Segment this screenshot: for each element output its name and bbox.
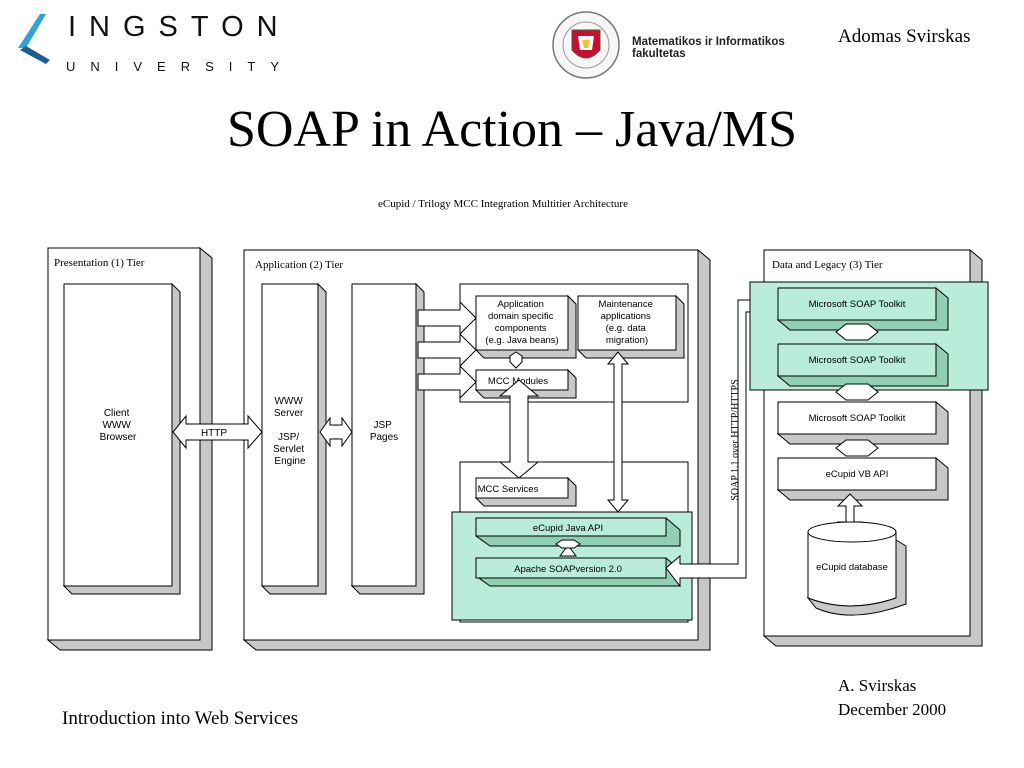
- svg-text:Client WWW Browser: Client WWW Browser: [100, 408, 137, 443]
- client-line: Browser: [100, 432, 137, 443]
- maintenance-box: Maintenance applications (e.g. data migr…: [576, 294, 685, 359]
- svg-text:Application domain speci: Application domain specific components (…: [485, 299, 558, 346]
- ecupid-java-api-box: eCupid Java API: [475, 517, 681, 547]
- client-line: WWW: [102, 420, 131, 431]
- svg-text:JSP Pages: JSP Pages: [370, 420, 398, 443]
- client-line: Client: [104, 408, 130, 419]
- mcc-services-box: MCC Services: [474, 476, 577, 507]
- footer-author-date: A. Svirskas December 2000: [838, 674, 946, 722]
- svg-text:Microsoft SOAP Toolkit: Microsoft SOAP Toolkit: [809, 355, 906, 366]
- ms-toolkit-box-1: Microsoft SOAP Toolkit: [776, 286, 949, 331]
- kingston-subtitle: UNIVERSITY: [66, 59, 295, 74]
- svg-text:WWW Server: WWW Server JSP/ Servlet Engine: [273, 396, 307, 467]
- presentation-tier-label: Presentation (1) Tier: [54, 257, 145, 269]
- svg-text:Microsoft SOAP Toolkit: Microsoft SOAP Toolkit: [809, 413, 906, 424]
- footer-date: December 2000: [838, 700, 947, 719]
- slide-title: SOAP in Action – Java/MS: [226, 101, 798, 158]
- svg-text:eCupid Java API: eCupid Java API: [533, 523, 603, 534]
- svg-text:eCupid VB API: eCupid VB API: [826, 469, 889, 480]
- diagram-caption: eCupid / Trilogy MCC Integration Multiti…: [378, 198, 628, 210]
- university-seal-icon: [552, 11, 620, 79]
- faculty-name: Matematikos ir Informatikos fakultetas: [632, 36, 785, 60]
- http-label: HTTP: [201, 428, 227, 439]
- soap-link-label: SOAP 1.1 over HTTP/HTTPS: [730, 379, 741, 500]
- www-server-box: WWW Server JSP/ Servlet Engine: [260, 282, 327, 595]
- svg-text:Microsoft SOAP Toolkit: Microsoft SOAP Toolkit: [809, 299, 906, 310]
- app-components-box: Application domain specific components (…: [474, 294, 577, 359]
- jsp-pages-box: JSP Pages: [350, 282, 425, 595]
- client-browser-box: Client WWW Browser: [62, 282, 181, 595]
- svg-text:Apache SOAPversion 2.0: Apache SOAPversion 2.0: [514, 564, 622, 575]
- footer-course-title: Introduction into Web Services: [62, 708, 299, 729]
- svg-text:MCC Services: MCC Services: [478, 484, 539, 495]
- ms-toolkit-box-3: Microsoft SOAP Toolkit: [776, 400, 949, 445]
- data-tier-label: Data and Legacy (3) Tier: [772, 259, 883, 271]
- ms-toolkit-box-2: Microsoft SOAP Toolkit: [776, 342, 949, 387]
- svg-text:eCupid database: eCupid database: [816, 562, 888, 573]
- svg-text:Maintenance applications: Maintenance applications (e.g. data migr…: [598, 299, 655, 346]
- database-icon: eCupid database: [806, 521, 907, 616]
- author-name: Adomas Svirskas: [838, 26, 971, 47]
- vb-api-box: eCupid VB API: [776, 456, 949, 501]
- footer-author: A. Svirskas: [838, 676, 917, 695]
- kingston-wordmark: INGSTON: [68, 11, 291, 43]
- apache-soap-box: Apache SOAPversion 2.0: [475, 557, 681, 587]
- kingston-logo-mark: [18, 14, 50, 64]
- application-tier-label: Application (2) Tier: [255, 259, 343, 271]
